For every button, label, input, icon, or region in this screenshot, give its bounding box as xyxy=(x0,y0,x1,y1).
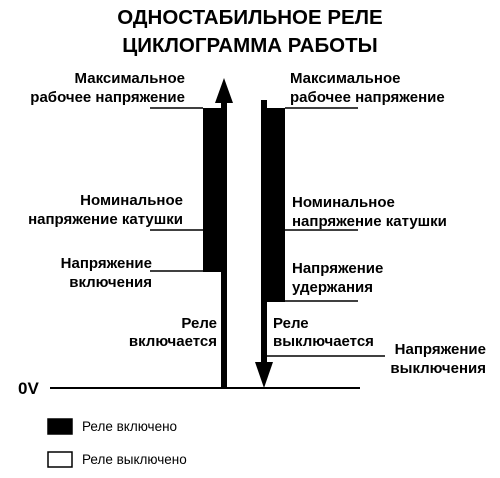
relay-turns-on-label-2: включается xyxy=(129,333,217,350)
rising-voltage-axis xyxy=(221,100,227,388)
up-arrow-icon xyxy=(215,78,233,103)
left-max-voltage-label-2: рабочее напряжение xyxy=(30,89,185,106)
left-pickup-voltage-label-2: включения xyxy=(69,274,152,291)
right-release-voltage-label-1: Напряжение xyxy=(395,341,486,358)
right-max-voltage-label-1: Максимальное xyxy=(290,70,400,87)
left-pickup-voltage-label-1: Напряжение xyxy=(61,255,152,272)
falling-voltage-axis xyxy=(261,100,267,364)
legend-off-label: Реле выключено xyxy=(82,452,187,467)
legend-on-label: Реле включено xyxy=(82,419,177,434)
legend-off-swatch xyxy=(47,451,73,468)
relay-on-bar-right xyxy=(267,108,285,302)
right-hold-voltage-label-1: Напряжение xyxy=(292,260,383,277)
left-nominal-voltage-label-2: напряжение катушки xyxy=(28,211,183,228)
right-nominal-voltage-label-1: Номинальное xyxy=(292,194,395,211)
title-line-2: ЦИКЛОГРАММА РАБОТЫ xyxy=(122,34,377,57)
left-nominal-voltage-label-1: Номинальное xyxy=(80,192,183,209)
title-line-1: ОДНОСТАБИЛЬНОЕ РЕЛЕ xyxy=(117,6,382,29)
down-arrow-icon xyxy=(255,362,273,388)
left-max-voltage-label-1: Максимальное xyxy=(75,70,185,87)
relay-turns-off-label-2: выключается xyxy=(273,333,374,350)
zero-volt-label: 0V xyxy=(18,379,39,398)
relay-turns-off-label-1: Реле xyxy=(273,315,309,332)
right-hold-voltage-label-2: удержания xyxy=(292,279,373,296)
relay-turns-on-label-1: Реле xyxy=(181,315,217,332)
right-max-voltage-label-2: рабочее напряжение xyxy=(290,89,445,106)
right-release-voltage-label-2: выключения xyxy=(390,360,486,377)
legend-on-swatch xyxy=(47,418,73,435)
right-nominal-voltage-label-2: напряжение катушки xyxy=(292,213,447,230)
relay-on-bar-left xyxy=(203,108,221,272)
